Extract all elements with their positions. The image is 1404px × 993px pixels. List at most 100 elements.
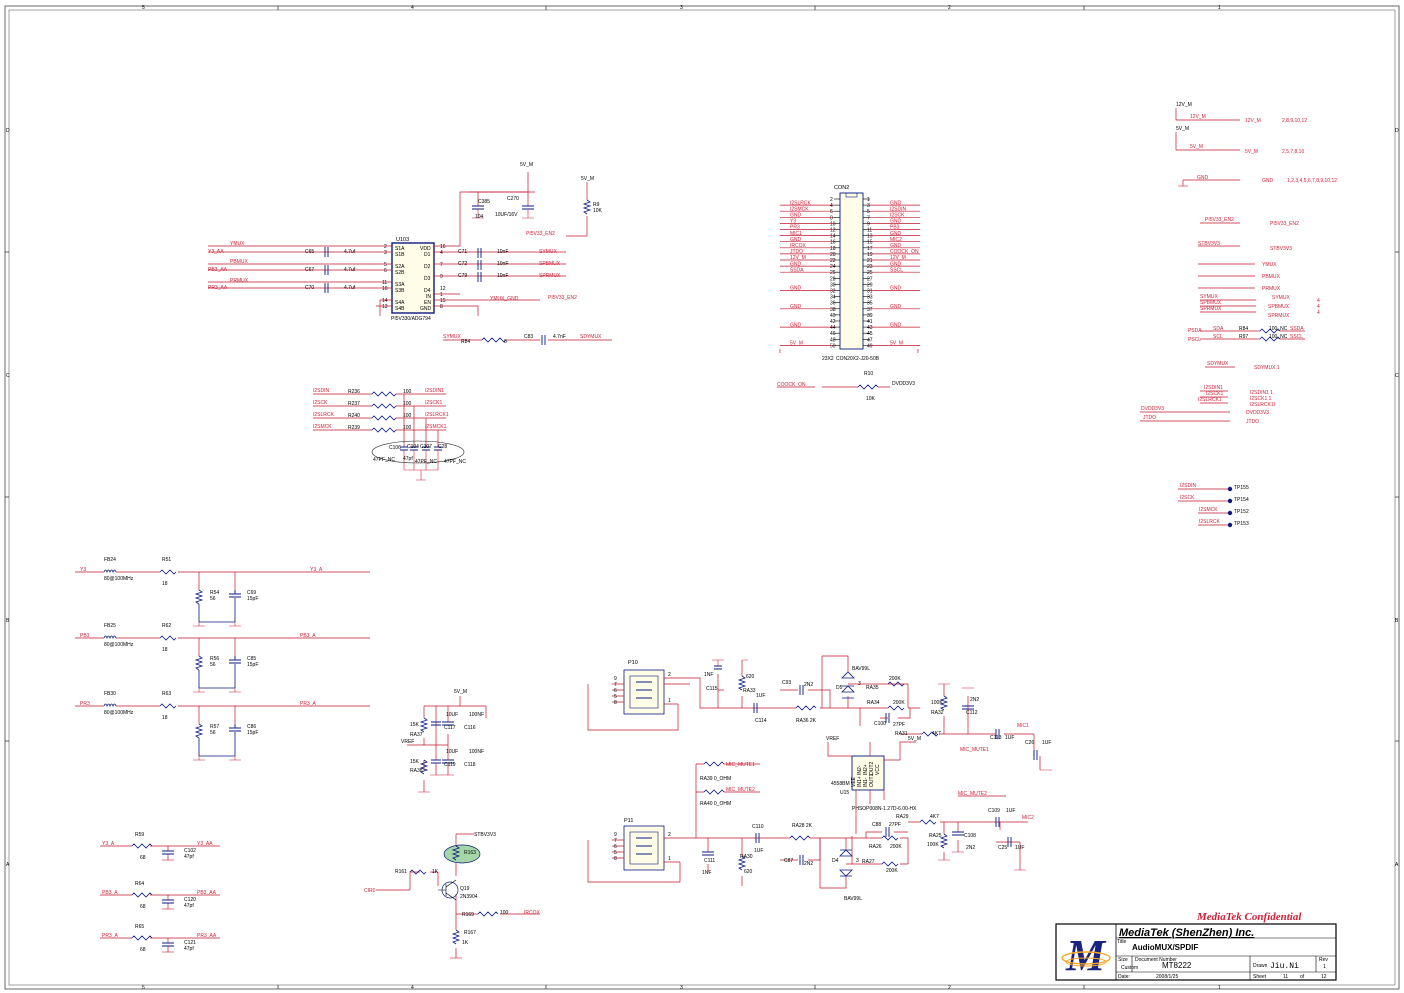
pin-num: 6 (614, 688, 617, 694)
svg-text:M: M (1065, 931, 1107, 980)
cap-ref: C69 (247, 590, 256, 596)
cap-value: 47pf (184, 903, 194, 909)
ground-icon (193, 688, 241, 693)
pin-num: 44 (830, 325, 836, 331)
net-label: GND (790, 213, 802, 219)
cap-ref: C100 (874, 721, 886, 727)
pin-name: GND (420, 306, 432, 312)
pin-num: 3 (384, 250, 387, 256)
cap-ref: C85 (247, 656, 256, 662)
resistor-icon (131, 892, 153, 898)
date-value: 2008/1/25 (1156, 974, 1178, 980)
cap-value: 10nF (497, 261, 508, 267)
fb-ref: FB24 (104, 557, 116, 563)
cap-value: 1NF (704, 672, 713, 678)
capacitor-icon (162, 850, 174, 855)
cap-value: 1UF (1006, 808, 1015, 814)
net-label: I2SMCK (313, 424, 332, 430)
cap-value: 15pF (247, 730, 258, 736)
cap-value: 1UF (754, 848, 763, 854)
pin-num: 4 (830, 203, 833, 209)
res-value: 68 (140, 904, 146, 910)
res-ref: R97 (1239, 334, 1248, 340)
pin-num: 1 (440, 292, 443, 298)
res-ref: RA26 (869, 844, 882, 850)
res-value: 10K (866, 396, 876, 402)
pin-num: 17 (867, 246, 873, 252)
cap-value: 4.7uf (344, 285, 356, 291)
rev-value: 1 (1323, 964, 1326, 970)
res-value: 1K (432, 869, 439, 875)
net-label: SPBMUX (1200, 300, 1222, 306)
pin-num: 18 (830, 246, 836, 252)
cap-ref: C385 (478, 199, 490, 205)
net-label: PSDA (1188, 328, 1202, 334)
cap-value: 27PF (889, 822, 901, 828)
res-value: 620 (746, 674, 755, 680)
pin-num: 30 (830, 282, 836, 288)
power-label: 12V_M (1176, 102, 1192, 108)
pin-num: 2 (668, 672, 671, 678)
port-name: SPRMUX (1268, 313, 1290, 319)
port-name: PRMUX (1262, 286, 1281, 292)
net-label: PB3_A (102, 890, 118, 896)
pin-num: 49 (867, 343, 873, 349)
net-label: GND (890, 243, 902, 249)
cap-value: 15pF (247, 596, 258, 602)
port-labels: 12V_M 12V_M 12V_M 2,8,9,10,12 5V_M 5V_M … (1140, 102, 1337, 528)
net-label: PB3 (890, 225, 900, 231)
pin-num: 9 (867, 221, 870, 227)
net-label: SPRMUX (539, 273, 561, 279)
net-label: 12V_M (790, 255, 806, 261)
resistor-icon (131, 843, 153, 849)
pin-num: 1 (668, 856, 671, 862)
resistor-icon (131, 935, 153, 941)
cap-ref: C88 (872, 822, 881, 828)
pin-name: D4 (424, 288, 431, 294)
pin-name: EN (424, 300, 431, 306)
pin-num: 16 (440, 244, 446, 250)
port-desc: 2,8,9,10,12 (1282, 118, 1307, 124)
cap-ref: C110 (752, 824, 764, 830)
cap-ref: C116 (464, 725, 476, 731)
pin-name: S2A (395, 264, 405, 270)
company-name: MediaTek (ShenZhen) Inc. (1119, 927, 1254, 939)
pin-num: 47 (867, 337, 873, 343)
net-label: GND (790, 304, 802, 310)
net-label: JTDO (1143, 415, 1156, 421)
col-label: 4 (411, 5, 414, 11)
confidential-label: MediaTek Confidential (1196, 911, 1302, 923)
pin-num: 13 (867, 234, 873, 240)
res-value: 100K (931, 700, 943, 706)
res-ref: R10 (864, 371, 873, 377)
net-label: I2SDIN (890, 206, 907, 212)
net-label: GND (890, 304, 902, 310)
pin-num: 8 (614, 700, 617, 706)
row-label: C (6, 373, 10, 379)
col-label: 3 (680, 985, 683, 991)
net-label: SSCL (1290, 334, 1303, 340)
pin-name: D1 (424, 252, 431, 258)
net-label: I2SCK1 (1206, 391, 1223, 397)
pin-num: 50 (830, 343, 836, 349)
port-name: DVDD3V3 (1246, 410, 1269, 416)
pin-name: S4B (395, 306, 405, 312)
net-label: MIC2 (1022, 815, 1034, 821)
pin-num: 7 (614, 682, 617, 688)
diode-ref: D4 (832, 858, 839, 864)
net-label: PB3_A (300, 633, 316, 639)
res-value: 10K (593, 208, 603, 214)
cap-value: 47PF_NC (373, 457, 395, 463)
pin-num: 41 (867, 319, 873, 325)
net-label: SPBMUX (539, 261, 561, 267)
net-label: SSDA (790, 267, 804, 273)
sheet-value: 11 (1283, 974, 1288, 980)
res-value: 1K (462, 940, 469, 946)
col-label: 3 (680, 5, 683, 11)
res-ref: RA36 2K (796, 718, 817, 724)
cap-ref: C28 (438, 444, 447, 450)
pin-num: 36 (830, 301, 836, 307)
fb-ref: FB25 (104, 623, 116, 629)
pin-num: 19 (867, 252, 873, 258)
u103-part: PI5V330/ADG794 (391, 316, 431, 322)
